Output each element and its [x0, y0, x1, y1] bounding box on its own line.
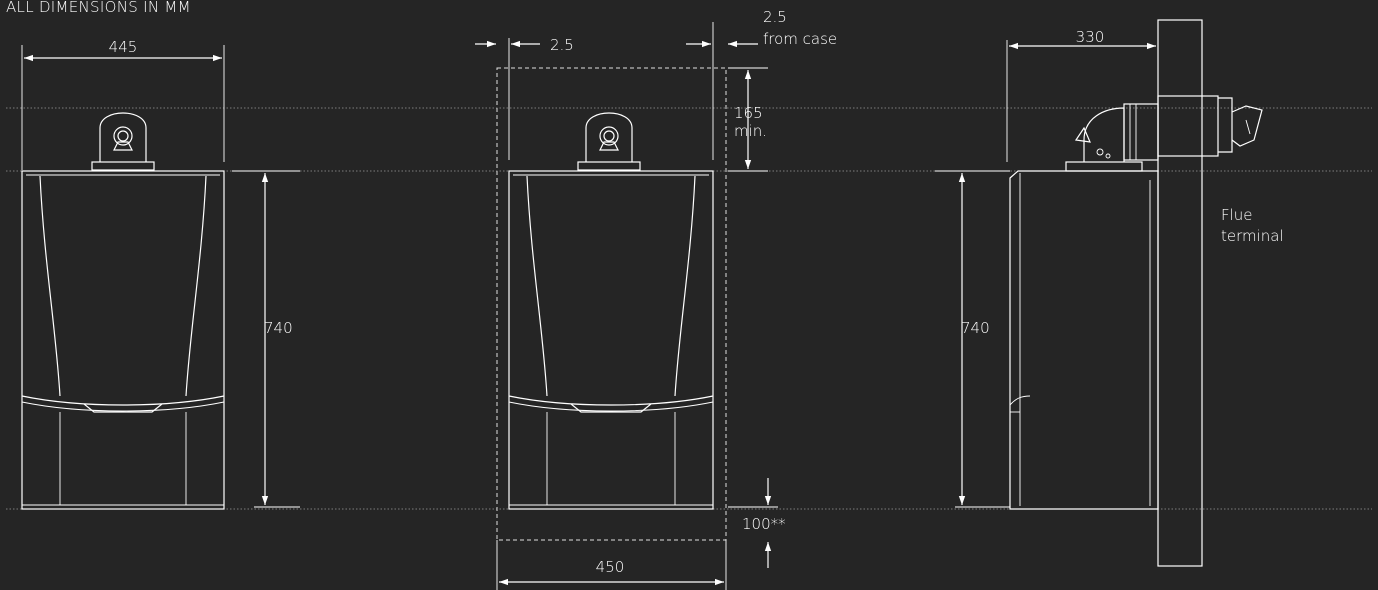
side-view: 330 Flue terminal	[935, 19, 1284, 567]
case-clearance-value: 2.5	[763, 8, 787, 26]
side-boiler-case	[1009, 170, 1159, 510]
clearance-view: 2.5 2.5 from case	[475, 8, 837, 590]
overall-width-label: 450	[596, 558, 625, 576]
side-depth-label: 330	[1076, 28, 1105, 46]
flue-terminal-label-line2: terminal	[1221, 227, 1284, 245]
clearance-boiler-case	[508, 170, 714, 510]
bottom-clearance-label: 100**	[742, 515, 786, 533]
flue-terminal-label-line1: Flue	[1221, 206, 1253, 224]
wall-section	[1157, 19, 1203, 567]
clearance-flue-elbow	[577, 112, 641, 171]
top-clearance-note: min.	[734, 122, 767, 140]
front-view: 445 740	[21, 38, 300, 510]
side-clearance-label: 2.5	[550, 36, 574, 54]
reference-guides	[6, 107, 1372, 510]
top-clearance-value: 165	[734, 104, 763, 122]
case-clearance-note: from case	[763, 30, 837, 48]
front-flue-elbow	[91, 112, 155, 171]
diagram-header: ALL DIMENSIONS IN MM	[6, 0, 191, 16]
clearance-envelope	[496, 67, 727, 541]
front-boiler-case	[21, 170, 225, 510]
front-width-label: 445	[109, 38, 138, 56]
side-flue-assembly	[1065, 95, 1263, 172]
front-height-label: 740	[264, 319, 293, 337]
side-height-label: 740	[961, 319, 990, 337]
